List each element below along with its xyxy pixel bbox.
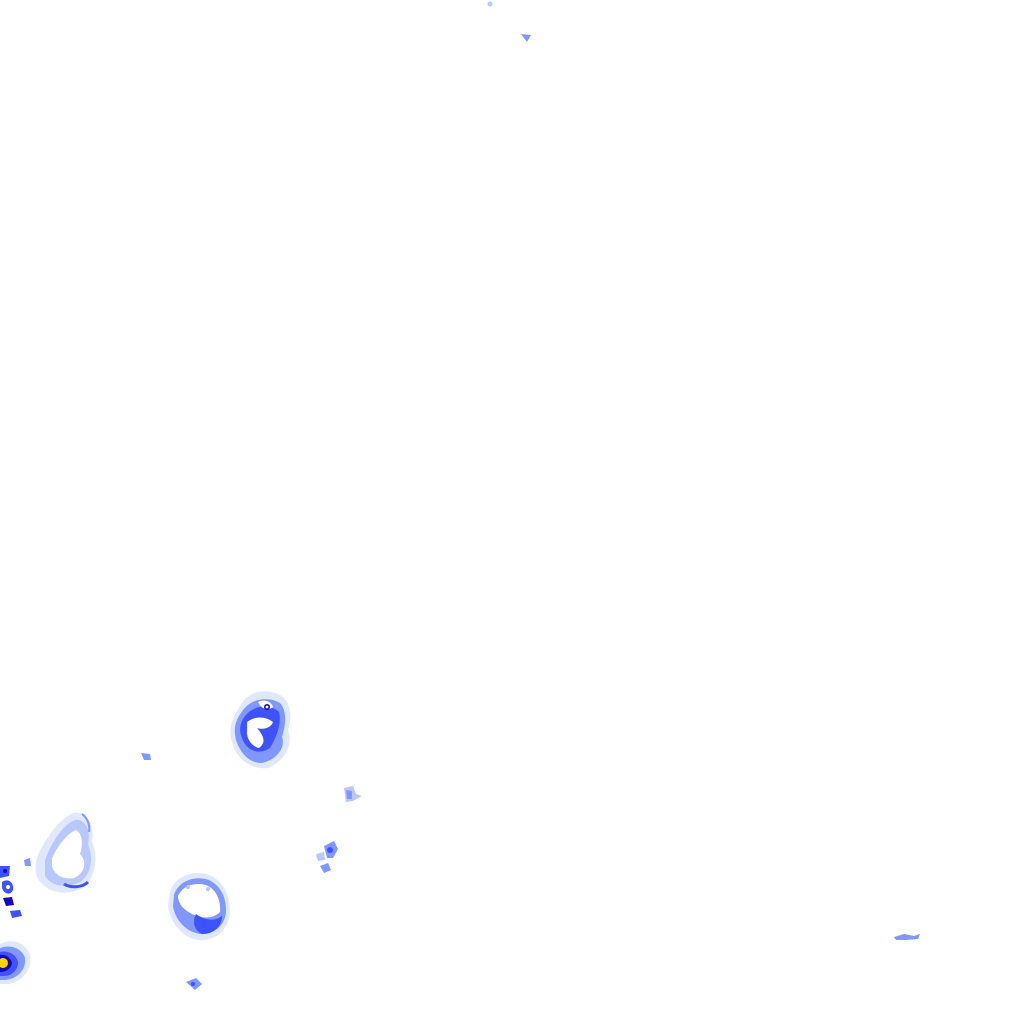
radar-cell-north-speck-1 xyxy=(487,1,493,7)
radar-cell-east-fragment-1 xyxy=(344,786,362,802)
radar-cell-small-west xyxy=(141,753,151,760)
radar-cell-edge-cluster xyxy=(0,858,31,918)
radar-cell-south-center xyxy=(168,872,230,941)
radar-cell-corner-core xyxy=(0,941,31,984)
radar-cell-south-small xyxy=(186,978,202,990)
radar-cell-center-west xyxy=(230,691,291,769)
radar-cell-east-fragment-2 xyxy=(316,841,338,873)
radar-cell-north-speck-2 xyxy=(521,34,531,42)
radar-cell-southwest-large xyxy=(35,812,96,893)
radar-cell-far-east-line xyxy=(894,934,920,940)
